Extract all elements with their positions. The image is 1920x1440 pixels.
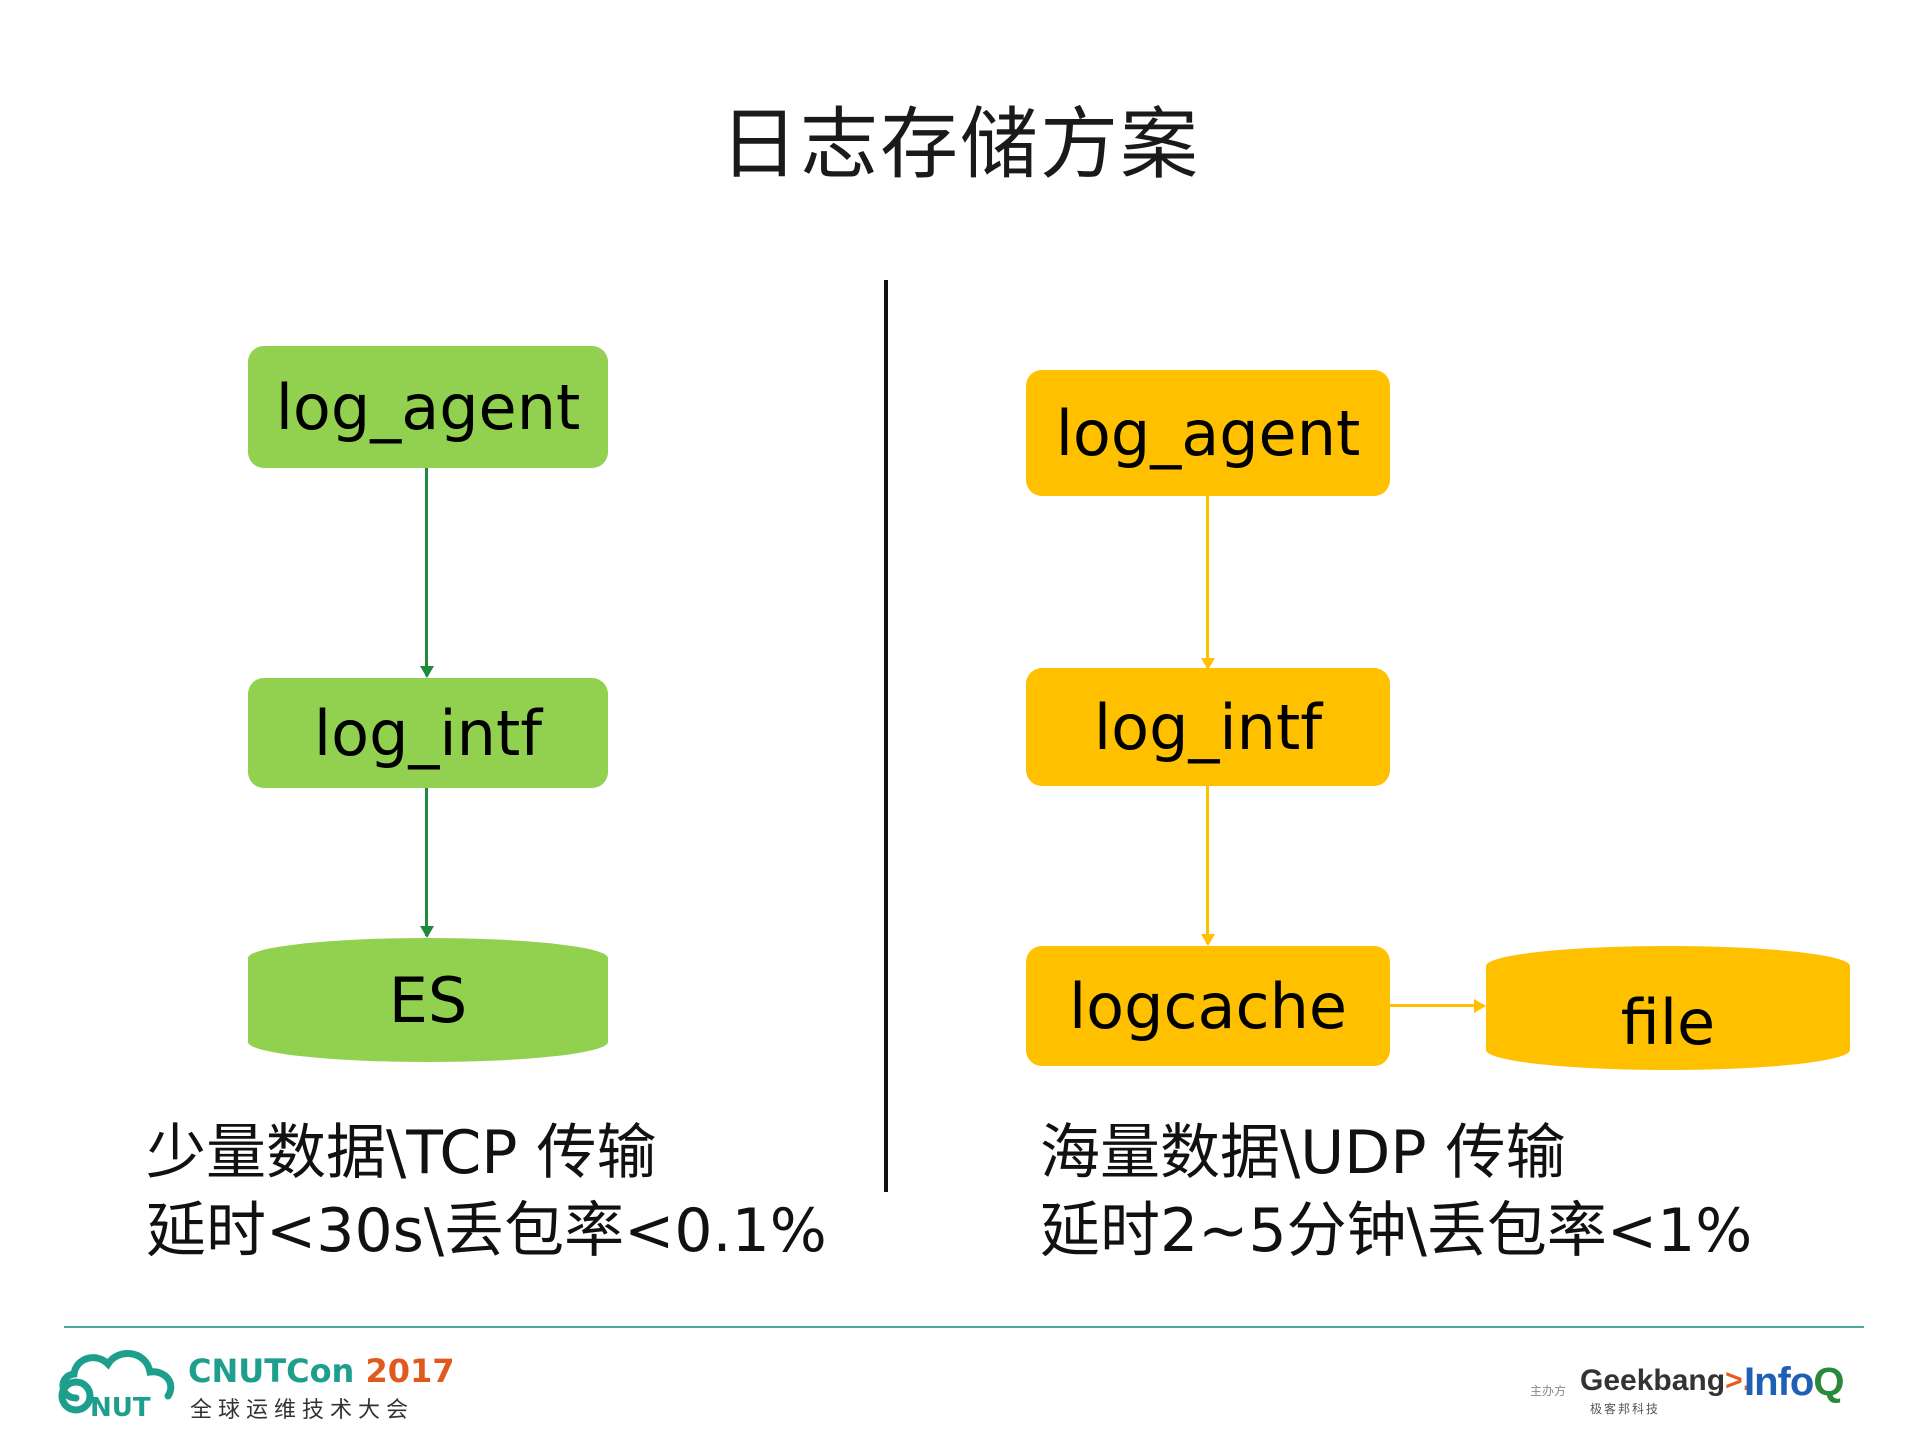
right-file-label: file (1620, 985, 1716, 1059)
infoq-logo: InfoQ (1744, 1360, 1844, 1405)
cylinder-shape (1486, 946, 1850, 1070)
cloud-logo-icon: NUT (58, 1350, 175, 1423)
left-log-intf-label: log_intf (313, 696, 543, 770)
left-log-agent-label: log_agent (275, 370, 581, 444)
right-logcache-node: logcache (1026, 946, 1390, 1066)
cylinder-shape (248, 938, 608, 1062)
right-caption: 海量数据\UDP 传输 延时2~5分钟\丢包率<1% (1040, 1114, 1752, 1270)
right-log-agent-node: log_agent (1026, 370, 1390, 496)
right-log-intf-label: log_intf (1093, 690, 1323, 764)
left-caption-line1: 少量数据\TCP 传输 (146, 1118, 657, 1188)
left-edge-intf-to-es (425, 788, 428, 936)
left-caption-line2: 延时<30s\丢包率<0.1% (146, 1196, 827, 1266)
geekbang-logo: Geekbang>. (1580, 1364, 1751, 1398)
left-caption: 少量数据\TCP 传输 延时<30s\丢包率<0.1% (146, 1114, 827, 1270)
slide-title: 日志存储方案 (719, 100, 1200, 190)
cnutcon-brand: CNUTCon 2017 (188, 1352, 455, 1390)
organizer-label: 主办方 (1530, 1384, 1567, 1398)
infoq-q: Q (1813, 1360, 1844, 1404)
left-es-datastore: ES (248, 938, 608, 1062)
cnutcon-year: 2017 (365, 1352, 455, 1390)
cnutcon-cloud-logo: NUT (54, 1340, 184, 1423)
right-file-datastore: file (1486, 946, 1850, 1070)
cnutcon-subtitle: 全球运维技术大会 (190, 1398, 415, 1423)
center-divider (884, 280, 888, 1192)
left-log-agent-node: log_agent (248, 346, 608, 468)
logo-text: NUT (90, 1393, 151, 1420)
cnutcon-brand-name: CNUTCon (188, 1352, 355, 1390)
right-edge-logcache-to-file (1390, 1004, 1484, 1007)
left-edge-agent-to-intf (425, 468, 428, 676)
right-log-agent-label: log_agent (1055, 396, 1361, 470)
left-es-label: ES (388, 963, 468, 1037)
infoq-text: Info (1744, 1360, 1814, 1404)
right-edge-agent-to-intf (1206, 496, 1209, 668)
geekbang-mark: >. (1725, 1364, 1751, 1397)
right-caption-line2: 延时2~5分钟\丢包率<1% (1040, 1196, 1753, 1266)
footer-divider (64, 1326, 1864, 1328)
left-log-intf-node: log_intf (248, 678, 608, 788)
right-logcache-label: logcache (1068, 969, 1348, 1043)
geekbang-text: Geekbang (1580, 1364, 1726, 1397)
right-log-intf-node: log_intf (1026, 668, 1390, 786)
geekbang-subtitle: 极客邦科技 (1590, 1402, 1661, 1416)
right-edge-intf-to-logcache (1206, 786, 1209, 944)
right-caption-line1: 海量数据\UDP 传输 (1040, 1118, 1566, 1188)
